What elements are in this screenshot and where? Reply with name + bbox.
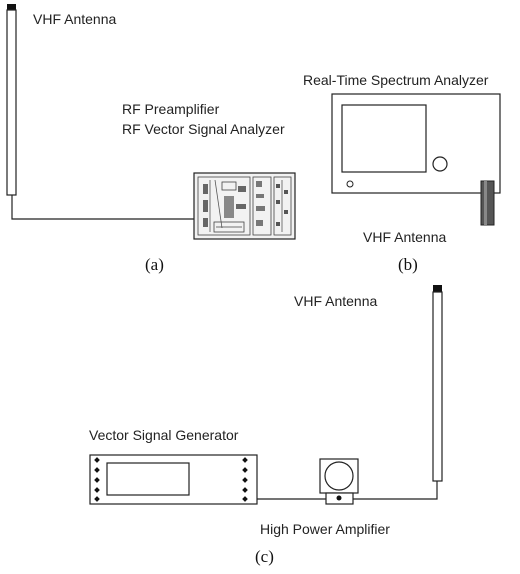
panel-a-cable bbox=[11, 195, 194, 220]
panel-b-antenna-label: VHF Antenna bbox=[363, 229, 446, 245]
panel-c-caption: (c) bbox=[255, 547, 274, 566]
panel-a: VHF Antenna RF Preamplifier RF Vector Si… bbox=[6, 4, 296, 274]
panel-c-amplifier-label: High Power Amplifier bbox=[260, 521, 390, 537]
panel-b-caption: (b) bbox=[398, 255, 418, 274]
panel-b-analyzer-label: Real-Time Spectrum Analyzer bbox=[303, 72, 489, 88]
panel-c-vector-signal-generator bbox=[89, 454, 258, 505]
panel-b: Real-Time Spectrum Analyzer VHF Antenna … bbox=[303, 72, 501, 274]
panel-a-antenna-label: VHF Antenna bbox=[33, 11, 116, 27]
panel-a-vhf-antenna bbox=[6, 4, 17, 196]
panel-c-vhf-antenna bbox=[432, 285, 443, 482]
panel-c-antenna-label: VHF Antenna bbox=[294, 293, 377, 309]
panel-c-generator-display bbox=[106, 462, 190, 496]
panel-c-generator-label: Vector Signal Generator bbox=[89, 427, 239, 443]
panel-b-analyzer-knob bbox=[432, 156, 448, 172]
panel-b-analyzer-screen bbox=[341, 104, 427, 173]
panel-b-spectrum-analyzer bbox=[331, 93, 501, 194]
panel-c: VHF Antenna Vector Signal Generator High… bbox=[89, 285, 443, 566]
panel-a-signal-analyzer-board bbox=[193, 172, 296, 240]
panel-b-vhf-antenna bbox=[480, 180, 495, 226]
panel-b-analyzer-port bbox=[346, 180, 354, 188]
panel-a-preamp-label: RF Preamplifier bbox=[122, 101, 220, 117]
panel-c-cable-amplifier-antenna bbox=[353, 481, 438, 500]
panel-a-caption: (a) bbox=[145, 255, 164, 274]
panel-c-high-power-amplifier bbox=[319, 458, 359, 505]
panel-a-vsa-label: RF Vector Signal Analyzer bbox=[122, 121, 285, 137]
